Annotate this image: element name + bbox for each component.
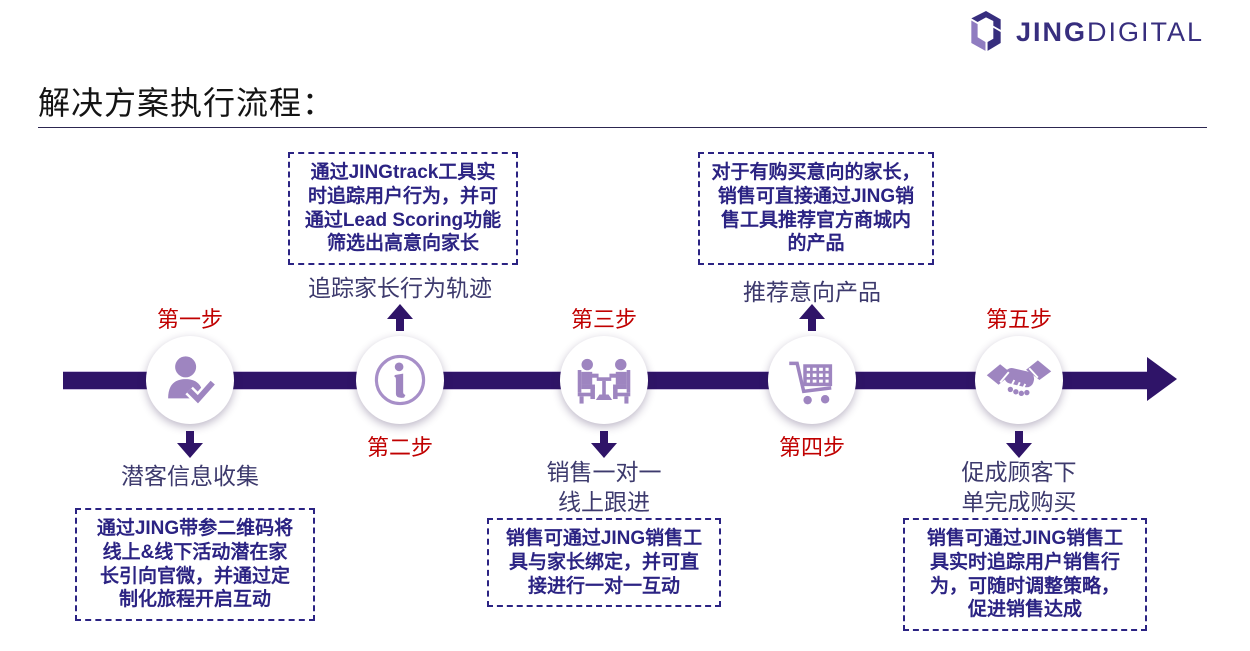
step-2-circle	[356, 336, 444, 424]
title-divider	[38, 127, 1207, 128]
step-3-circle	[560, 336, 648, 424]
step-3-detail-box: 销售可通过JING销售工 具与家长绑定，并可直 接进行一对一互动	[487, 518, 721, 608]
step-4-name: 第四步	[778, 435, 845, 460]
step-3-summary: 销售一对一 线上跟进	[546, 460, 662, 515]
info-icon	[374, 354, 426, 406]
step-5-name: 第五步	[985, 307, 1052, 332]
step-2-detail-box: 通过JINGtrack工具实 时追踪用户行为，并可 通过Lead Scoring…	[288, 152, 518, 265]
page-title: 解决方案执行流程：	[38, 85, 336, 121]
logo-digital: DIGITAL	[1086, 16, 1204, 47]
logo-text: JINGDIGITAL	[1016, 17, 1204, 48]
step-4-summary: 推荐意向产品	[743, 280, 881, 305]
down-arrow-icon	[590, 431, 618, 458]
up-arrow-icon	[798, 304, 826, 331]
jingdigital-logo: JINGDIGITAL	[965, 10, 1204, 54]
down-arrow-icon	[1005, 431, 1033, 458]
up-arrow-icon	[386, 304, 414, 331]
handshake-icon	[986, 360, 1052, 397]
step-1-detail-box: 通过JING带参二维码将 线上&线下活动潜在家 长引向官微，并通过定 制化旅程开…	[75, 508, 315, 621]
jingdigital-mark-icon	[971, 11, 1001, 51]
step-1-name: 第一步	[156, 307, 223, 332]
step-2-summary: 追踪家长行为轨迹	[308, 276, 492, 301]
cart-icon	[789, 361, 833, 405]
step-5-circle	[975, 336, 1063, 424]
step-4-circle	[768, 336, 856, 424]
logo-jing: JING	[1015, 16, 1087, 47]
user-check-icon	[168, 356, 217, 407]
step-1-circle	[146, 336, 234, 424]
timeline-arrowhead-icon	[1147, 357, 1177, 401]
step-1-summary: 潜客信息收集	[121, 464, 259, 489]
step-5-summary: 促成顾客下 单完成购买	[961, 460, 1077, 515]
step-5-detail-box: 销售可通过JING销售工 具实时追踪用户销售行 为，可随时调整策略， 促进销售达…	[903, 518, 1147, 631]
step-4-detail-box: 对于有购买意向的家长， 销售可直接通过JING销 售工具推荐官方商城内 的产品	[698, 152, 934, 265]
step-3-name: 第三步	[570, 307, 637, 332]
down-arrow-icon	[176, 431, 204, 458]
meeting-icon	[577, 358, 631, 404]
step-2-name: 第二步	[366, 435, 433, 460]
